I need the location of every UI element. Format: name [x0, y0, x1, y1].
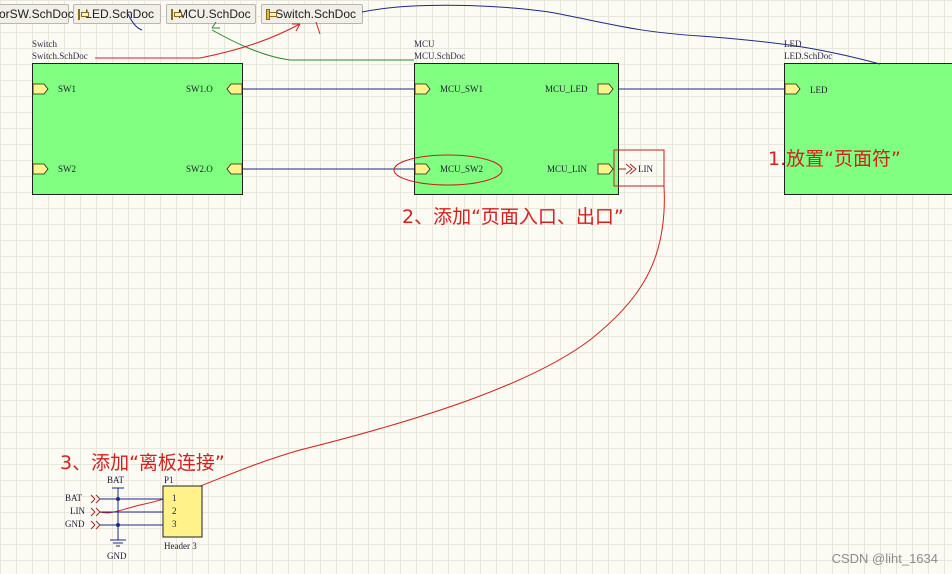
sheet-entry-mcu-lin — [597, 163, 614, 175]
header-p1-body — [162, 485, 203, 538]
off-sheet-connector-bat — [90, 494, 101, 504]
sheet-filename-mcu: MCU.SchDoc — [414, 51, 466, 61]
tab-led-schdoc[interactable]: LED.SchDoc — [73, 4, 161, 24]
schematic-doc-icon — [266, 8, 278, 20]
sheet-entry-sw2o — [226, 163, 243, 175]
entry-label-sw2: SW2 — [58, 164, 76, 174]
sheet-entry-sw1 — [32, 83, 49, 95]
tab-label: Switch.SchDoc — [275, 7, 356, 21]
sheet-entry-sw2 — [32, 163, 49, 175]
header-comment: Header 3 — [164, 541, 197, 551]
link-curve-lin — [99, 185, 665, 514]
power-label-gnd: GND — [107, 551, 127, 561]
watermark: CSDN @liht_1634 — [831, 551, 938, 566]
off-sheet-connector-gnd — [90, 520, 101, 530]
sheet-designator-mcu: MCU — [414, 39, 435, 49]
schematic-doc-icon — [171, 8, 182, 20]
highlight-box-lin — [613, 149, 665, 187]
tab-label: MCU.SchDoc — [178, 7, 251, 21]
junction-pin1 — [116, 497, 120, 501]
port-label-bat: BAT — [65, 493, 83, 503]
sheet-designator-led: LED — [784, 39, 802, 49]
entry-label-sw1o: SW1.O — [186, 84, 213, 94]
entry-label-mcu-sw1: MCU_SW1 — [440, 84, 484, 94]
off-sheet-connector-lin — [619, 163, 637, 175]
off-sheet-connector-lin-header — [90, 507, 101, 517]
annotation-place-sheet-symbol: 1.放置“页面符” — [768, 148, 901, 170]
entry-label-sw2o: SW2.O — [186, 164, 213, 174]
link-line-mcu-green — [211, 29, 414, 61]
sheet-entry-mcu-led — [597, 83, 614, 95]
header-pin-2: 2 — [172, 506, 177, 516]
tab-label: orSW.SchDoc — [0, 7, 74, 21]
sheet-symbol-led[interactable] — [784, 63, 952, 195]
arrow-head-red — [292, 23, 301, 32]
port-label-lin-header: LIN — [70, 506, 85, 516]
entry-label-led: LED — [810, 85, 828, 95]
sheet-entry-sw1o — [226, 83, 243, 95]
arrow-head-green — [211, 21, 220, 29]
sheet-symbol-mcu[interactable] — [414, 63, 619, 195]
tab-scribble-blue — [127, 13, 143, 31]
entry-label-mcu-led: MCU_LED — [545, 84, 588, 94]
sheet-filename-switch: Switch.SchDoc — [32, 51, 88, 61]
document-tab-bar: orSW.SchDoc LED.SchDoc MCU.SchDoc Switch… — [0, 0, 952, 30]
header-pin-1: 1 — [172, 493, 177, 503]
entry-label-mcu-sw2: MCU_SW2 — [440, 164, 484, 174]
tab-tick-red — [315, 21, 321, 35]
tab-switch-schdoc[interactable]: Switch.SchDoc — [261, 4, 363, 24]
header-designator: P1 — [164, 475, 174, 485]
link-line-led-blue — [361, 4, 881, 65]
port-label-lin: LIN — [638, 164, 653, 174]
sheet-entry-led — [784, 83, 801, 95]
tab-label: LED.SchDoc — [85, 7, 154, 21]
power-label-bat: BAT — [107, 475, 125, 485]
annotation-add-off-sheet: 3、添加“离板连接” — [60, 452, 225, 474]
link-line-switch-red — [95, 23, 301, 59]
sheet-designator-switch: Switch — [32, 39, 58, 49]
tab-orsw-schdoc[interactable]: orSW.SchDoc — [0, 4, 74, 24]
entry-label-sw1: SW1 — [58, 84, 76, 94]
sheet-entry-mcu-sw1 — [414, 83, 431, 95]
entry-label-mcu-lin: MCU_LIN — [547, 164, 587, 174]
annotation-add-sheet-entry: 2、添加“页面入口、出口” — [402, 206, 624, 228]
highlight-ellipse-mcu-sw2 — [393, 154, 503, 186]
sheet-entry-mcu-sw2 — [414, 163, 431, 175]
port-label-gnd: GND — [65, 519, 85, 529]
header-pin-3: 3 — [172, 519, 177, 529]
sheet-symbol-switch[interactable] — [32, 63, 243, 195]
sheet-filename-led: LED.SchDoc — [784, 51, 833, 61]
tab-mcu-schdoc[interactable]: MCU.SchDoc — [166, 4, 256, 24]
